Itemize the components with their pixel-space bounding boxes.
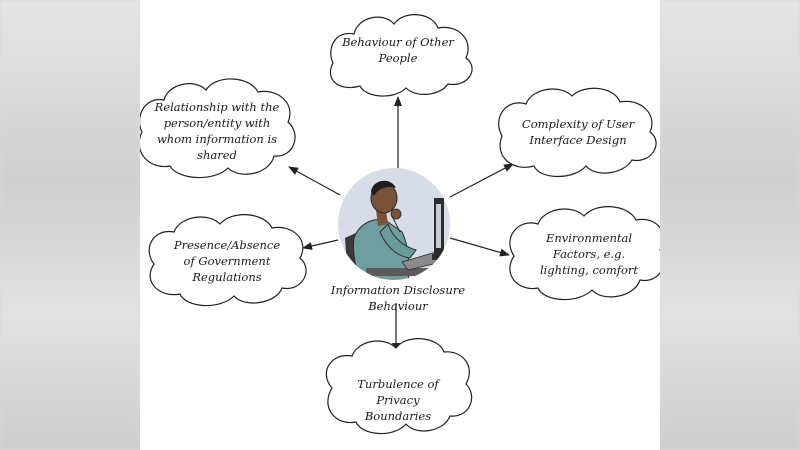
cloud-environmental (509, 206, 660, 301)
arrow-to-presence (302, 239, 339, 250)
node-environmental-factors: Environmental Factors, e.g. lighting, co… (539, 231, 639, 277)
center-label: Information Disclosure Behaviour (330, 283, 466, 313)
arrow-to-environmental (449, 237, 510, 257)
node-turbulence-of-privacy-boundaries: Turbulence of Privacy Boundaries (357, 377, 439, 423)
node-relationship-with-entity: Relationship with the person/entity with… (154, 100, 280, 162)
cloud-presence (148, 214, 307, 307)
cloud-turbulence (325, 338, 473, 435)
arrow-to-complexity (449, 163, 514, 198)
node-complexity-of-ui-design: Complexity of User Interface Design (521, 117, 635, 147)
background-blur-right (660, 0, 800, 450)
node-behaviour-of-other-people: Behaviour of Other People (342, 35, 454, 65)
arrow-to-relationship (288, 166, 341, 196)
person-at-computer-illustration (338, 168, 450, 280)
cloud-complexity (498, 87, 657, 177)
background-blur-left (0, 0, 140, 450)
cloud-relationship (140, 78, 296, 179)
node-government-regulations: Presence/Absence of Government Regulatio… (173, 238, 281, 284)
diagram-graphics (140, 14, 660, 435)
diagram-canvas: Behaviour of Other People Complexity of … (140, 0, 660, 450)
cloud-behaviour (330, 14, 473, 97)
